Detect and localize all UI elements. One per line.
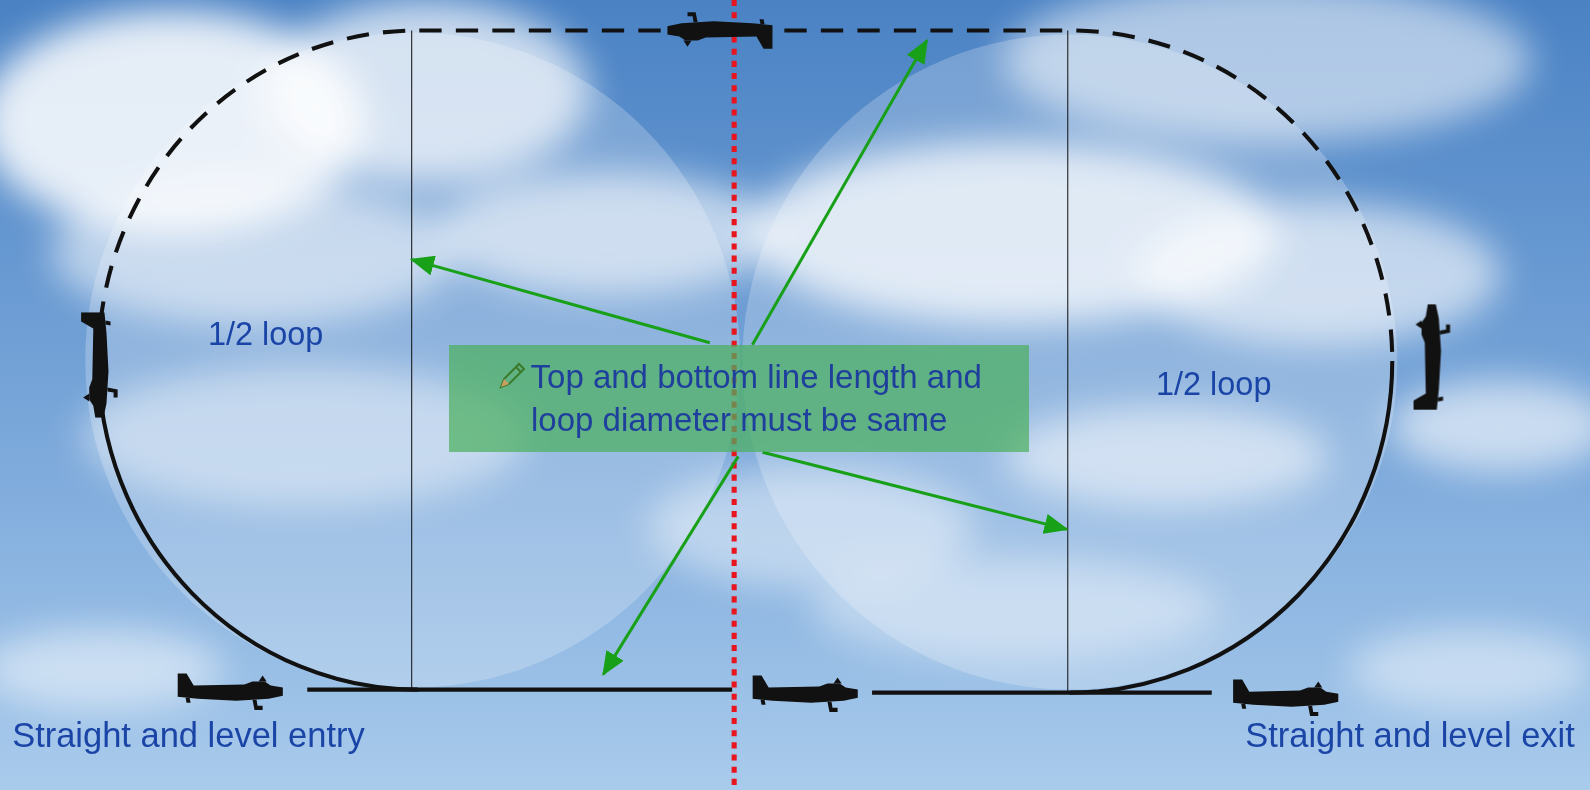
half-loop-label: 1/2 loop (208, 317, 323, 353)
note-text: Top and bottom line length and loop diam… (463, 356, 1015, 442)
half-loop-label: 1/2 loop (1156, 367, 1271, 403)
exit-label: Straight and level exit (1245, 717, 1575, 755)
entry-label: Straight and level entry (12, 717, 365, 755)
pencil-icon (497, 361, 527, 391)
note-box: Top and bottom line length and loop diam… (449, 345, 1029, 452)
